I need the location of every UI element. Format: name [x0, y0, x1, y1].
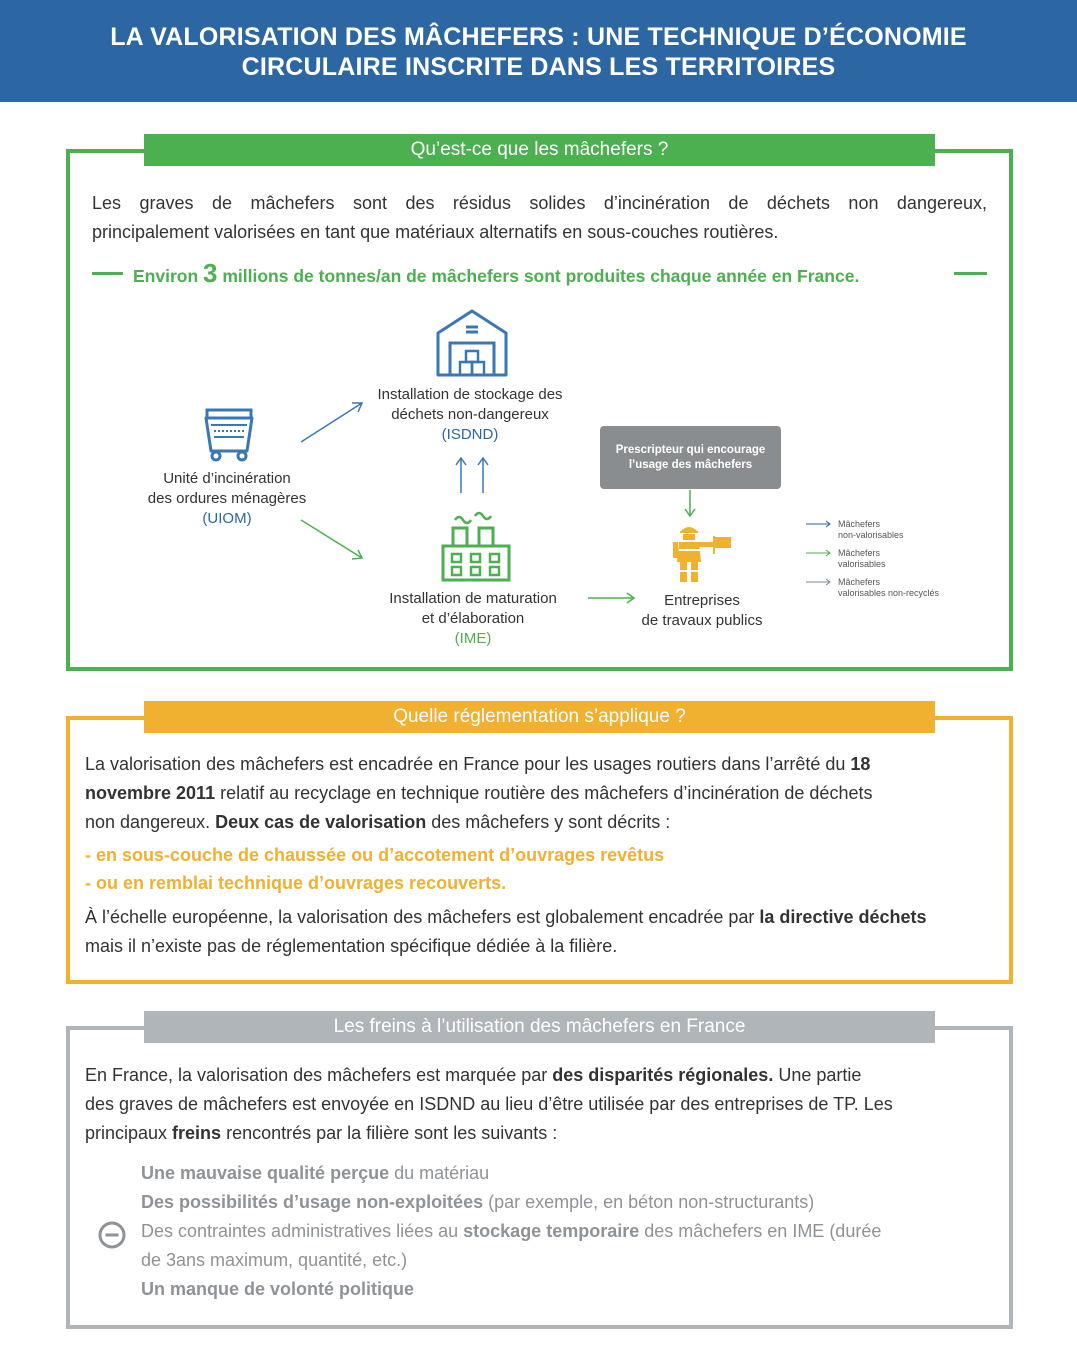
stat-text-before: Environ [133, 266, 204, 286]
obstacle-usage: Des possibilités d’usage non-exploitées … [141, 1188, 1001, 1217]
obstacle-admin-cont: de 3ans maximum, quantité, etc.) [141, 1250, 408, 1270]
regulation-date-month: novembre 2011 [85, 783, 216, 803]
obstacle-admin: Des contraintes administratives liées au… [141, 1217, 1001, 1246]
prescripteur-line2: l’usage des mâchefers [628, 459, 753, 471]
arrow-uiom-to-isdnd [300, 402, 831, 604]
intro-line2: principalement valorisées en tant que ma… [92, 222, 779, 242]
regulation-text: relatif au recyclage en technique routiè… [215, 783, 873, 803]
european-paragraph: À l’échelle européenne, la valorisation … [85, 903, 1005, 961]
waste-bin-icon [204, 408, 254, 462]
tp-line2: de travaux publics [641, 612, 763, 629]
uiom-line2: des ordures ménagères [147, 490, 307, 507]
regulation-cases-bold: Deux cas de valorisation [215, 812, 427, 832]
prescripteur-box: Prescripteur qui encourage l’usage des m… [600, 426, 781, 489]
legend-item-label: valorisables [838, 559, 886, 569]
legend-item-label: Mâchefers [838, 548, 881, 558]
obstacles-text: des graves de mâchefers est envoyée en I… [85, 1094, 893, 1114]
regional-disparities: des disparités régionales. [552, 1065, 774, 1085]
obstacles-text: rencontrés par la filière sont les suiva… [221, 1123, 558, 1143]
uiom-acronym: (UIOM) [202, 510, 252, 527]
regulation-text: non dangereux. [85, 812, 216, 832]
page-title-line2: CIRCULAIRE INSCRITE DANS LES TERRITOIRES [241, 53, 836, 81]
intro-line1: Les graves de mâchefers sont des résidus… [92, 193, 987, 213]
obstacles-text: En France, la valorisation des mâchefers… [85, 1065, 553, 1085]
warehouse-icon [436, 309, 508, 377]
regulation-text: La valorisation des mâchefers est encadr… [85, 754, 851, 774]
obstacle-bold: Une mauvaise qualité perçue [141, 1163, 390, 1183]
legend-item-label: non-valorisables [838, 530, 904, 540]
obstacles-text: Une partie [773, 1065, 862, 1085]
obstacles-list: Une mauvaise qualité perçue du matériau … [141, 1159, 1001, 1304]
page-header: LA VALORISATION DES MÂCHEFERS : UNE TECH… [0, 0, 1077, 102]
legend-valorisables-non-recycles: Mâchefers valorisables non-recyclés [838, 577, 939, 599]
isdnd-label: Installation de stockage des déchets non… [356, 385, 584, 445]
production-stat: Environ 3 millions de tonnes/an de mâche… [133, 258, 948, 291]
case-remblai: - ou en remblai technique d’ouvrages rec… [85, 873, 507, 893]
ime-label: Installation de maturation et d’élaborat… [368, 589, 578, 649]
freins-bold: freins [172, 1123, 222, 1143]
obstacles-paragraph: En France, la valorisation des mâchefers… [85, 1061, 995, 1148]
obstacle-politics: Un manque de volonté politique [141, 1275, 1001, 1304]
isdnd-acronym: (ISDND) [441, 426, 499, 443]
obstacle-text: Des contraintes administratives liées au [141, 1221, 464, 1241]
tp-label: Entreprises de travaux publics [624, 591, 780, 631]
obstacle-text: des mâchefers en IME (durée [639, 1221, 882, 1241]
section-obstacles-title: Les freins à l’utilisation des mâchefers… [144, 1011, 935, 1043]
stat-number: 3 [203, 258, 218, 288]
ime-line2: et d’élaboration [421, 610, 525, 627]
section-what-title: Qu’est-ce que les mâchefers ? [144, 134, 935, 166]
obstacles-text: principaux [85, 1123, 173, 1143]
obstacle-bold: stockage temporaire [463, 1221, 640, 1241]
page-title-line1: LA VALORISATION DES MÂCHEFERS : UNE TECH… [110, 23, 967, 51]
factory-icon [441, 511, 511, 582]
obstacle-quality: Une mauvaise qualité perçue du matériau [141, 1159, 1001, 1188]
tp-line1: Entreprises [664, 592, 740, 609]
section-regulation-title: Quelle réglementation s’applique ? [144, 701, 935, 733]
regulation-paragraph: La valorisation des mâchefers est encadr… [85, 750, 990, 837]
obstacle-bold: Des possibilités d’usage non-exploitées [141, 1192, 484, 1212]
road-worker-icon [673, 527, 731, 582]
legend-item-label: Mâchefers [838, 519, 881, 529]
minus-circle-icon [98, 1221, 126, 1249]
legend-valorisables: Mâchefers valorisables [838, 548, 886, 570]
prescripteur-line1: Prescripteur qui encourage [615, 444, 766, 456]
obstacle-bold: Un manque de volonté politique [141, 1279, 415, 1299]
obstacle-text: (par exemple, en béton non-structurants) [483, 1192, 815, 1212]
regulation-date-day: 18 [850, 754, 871, 774]
uiom-line1: Unité d’incinération [163, 470, 291, 487]
regulation-text: des mâchefers y sont décrits : [426, 812, 671, 832]
directive-dechets: la directive déchets [759, 907, 927, 927]
isdnd-line2: déchets non-dangereux [391, 406, 549, 423]
stat-text-after: millions de tonnes/an de mâchefers sont … [217, 266, 860, 286]
ime-line1: Installation de maturation [389, 590, 557, 607]
legend-item-label: Mâchefers [838, 577, 881, 587]
european-text: mais il n’existe pas de réglementation s… [85, 936, 618, 956]
case-sous-couche: - en sous-couche de chaussée ou d’accote… [85, 845, 665, 865]
ime-acronym: (IME) [454, 630, 492, 647]
uiom-label: Unité d’incinération des ordures ménagèr… [126, 469, 328, 529]
european-text: À l’échelle européenne, la valorisation … [85, 907, 760, 927]
legend-item-label: valorisables non-recyclés [838, 588, 940, 598]
stat-rule-right [954, 272, 987, 275]
stat-rule-left [92, 272, 123, 275]
isdnd-line1: Installation de stockage des [377, 386, 563, 403]
legend-non-valorisables: Mâchefers non-valorisables [838, 519, 904, 541]
obstacle-text: du matériau [389, 1163, 490, 1183]
